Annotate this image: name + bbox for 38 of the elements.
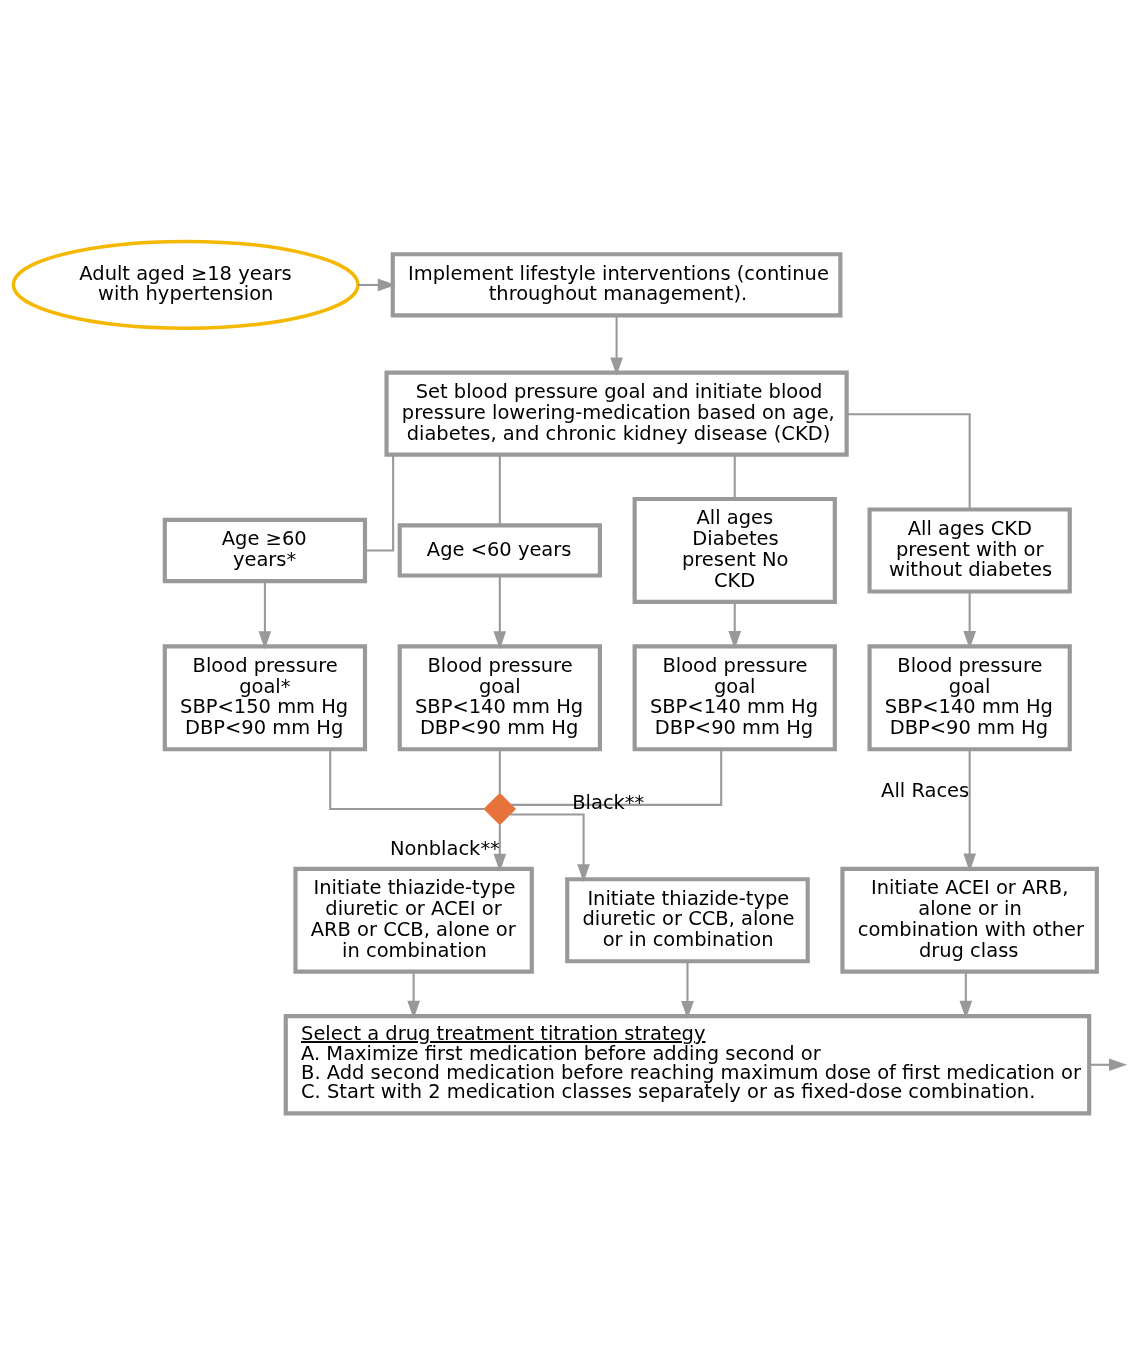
connector bbox=[846, 412, 971, 509]
connector bbox=[498, 749, 501, 794]
node-box: All ages Diabetes present No CKD bbox=[632, 496, 837, 604]
node-box: Blood pressure goal SBP<140 mm Hg DBP<90 mm Hg bbox=[632, 643, 837, 751]
connector bbox=[365, 454, 395, 551]
arrow bbox=[407, 971, 420, 1019]
arrow bbox=[493, 824, 507, 872]
connector bbox=[733, 454, 736, 499]
arrow bbox=[728, 601, 742, 649]
arrow bbox=[681, 960, 694, 1019]
arrow bbox=[963, 748, 976, 872]
connector bbox=[498, 454, 501, 525]
arrow bbox=[959, 971, 973, 1019]
node-box: All ages CKD present with or without diabetes bbox=[867, 506, 1072, 594]
connector bbox=[511, 748, 723, 806]
node-box: Initiate thiazide-type diuretic or ACEI or ARB or CCB, alone or in combination bbox=[293, 866, 534, 974]
arrow bbox=[357, 278, 396, 291]
node-box: Select a drug treatment titration strategy A. Maximize first medication before adding second or B. Add second medication before reaching maximum dose of first medication or C. Start with 2 medication classes separately or as fixed-dose combination. bbox=[283, 1013, 1092, 1116]
node-box: Age <60 years bbox=[397, 522, 602, 578]
node-box: Age ≥60 years* bbox=[162, 517, 368, 583]
node-box: Blood pressure goal* SBP<150 mm Hg DBP<90 mm Hg bbox=[162, 643, 368, 751]
arrow bbox=[610, 315, 623, 376]
node-box: Blood pressure goal SBP<140 mm Hg DBP<90 mm Hg bbox=[867, 643, 1072, 751]
node-diamond bbox=[483, 792, 517, 825]
edge-label: Black** bbox=[572, 790, 645, 814]
node-box: Initiate thiazide-type diuretic or CCB, alone or in combination bbox=[565, 876, 810, 963]
edge-label: All Races bbox=[881, 778, 970, 802]
arrow bbox=[963, 591, 976, 649]
node-box: Implement lifestyle interventions (continue throughout management). bbox=[390, 251, 843, 317]
node-box: Set blood pressure goal and initiate blood pressure lowering-medication based on age, diabetes, and chronic kidney disease (CKD) bbox=[384, 369, 849, 457]
node-box: Initiate ACEI or ARB, alone or in combination with other drug class bbox=[840, 866, 1099, 974]
connector bbox=[329, 749, 485, 810]
node-box: Blood pressure goal SBP<140 mm Hg DBP<90 mm Hg bbox=[397, 643, 602, 751]
arrow bbox=[510, 813, 590, 882]
arrow bbox=[258, 580, 272, 649]
edge-label: Nonblack** bbox=[389, 836, 500, 860]
node-ellipse: Adult aged ≥18 years with hypertension bbox=[11, 239, 360, 330]
arrow bbox=[493, 575, 507, 649]
